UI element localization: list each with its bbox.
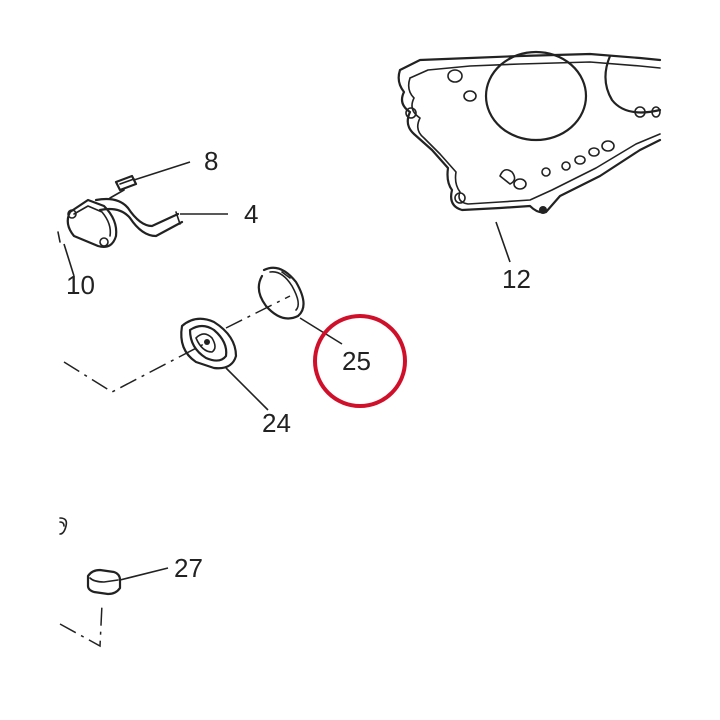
callout-12: 12 — [502, 264, 531, 294]
highlight-circle — [313, 314, 407, 408]
callout-8: 8 — [204, 146, 218, 176]
callout-10: 10 — [66, 270, 95, 300]
oil-pipe-assembly-parts-4-8-10 — [57, 174, 184, 248]
callout-24: 24 — [262, 408, 291, 438]
head-gasket-part-12 — [397, 50, 662, 214]
oil-seal-part-24 — [180, 317, 238, 370]
leader-lines — [63, 161, 511, 581]
callout-27: 27 — [174, 553, 203, 583]
assembly-center-lines — [59, 295, 291, 648]
callout-4: 4 — [244, 199, 258, 229]
small-part-27 — [59, 517, 122, 596]
callout-25: 25 — [342, 346, 371, 376]
circlip-part-25 — [257, 266, 305, 320]
